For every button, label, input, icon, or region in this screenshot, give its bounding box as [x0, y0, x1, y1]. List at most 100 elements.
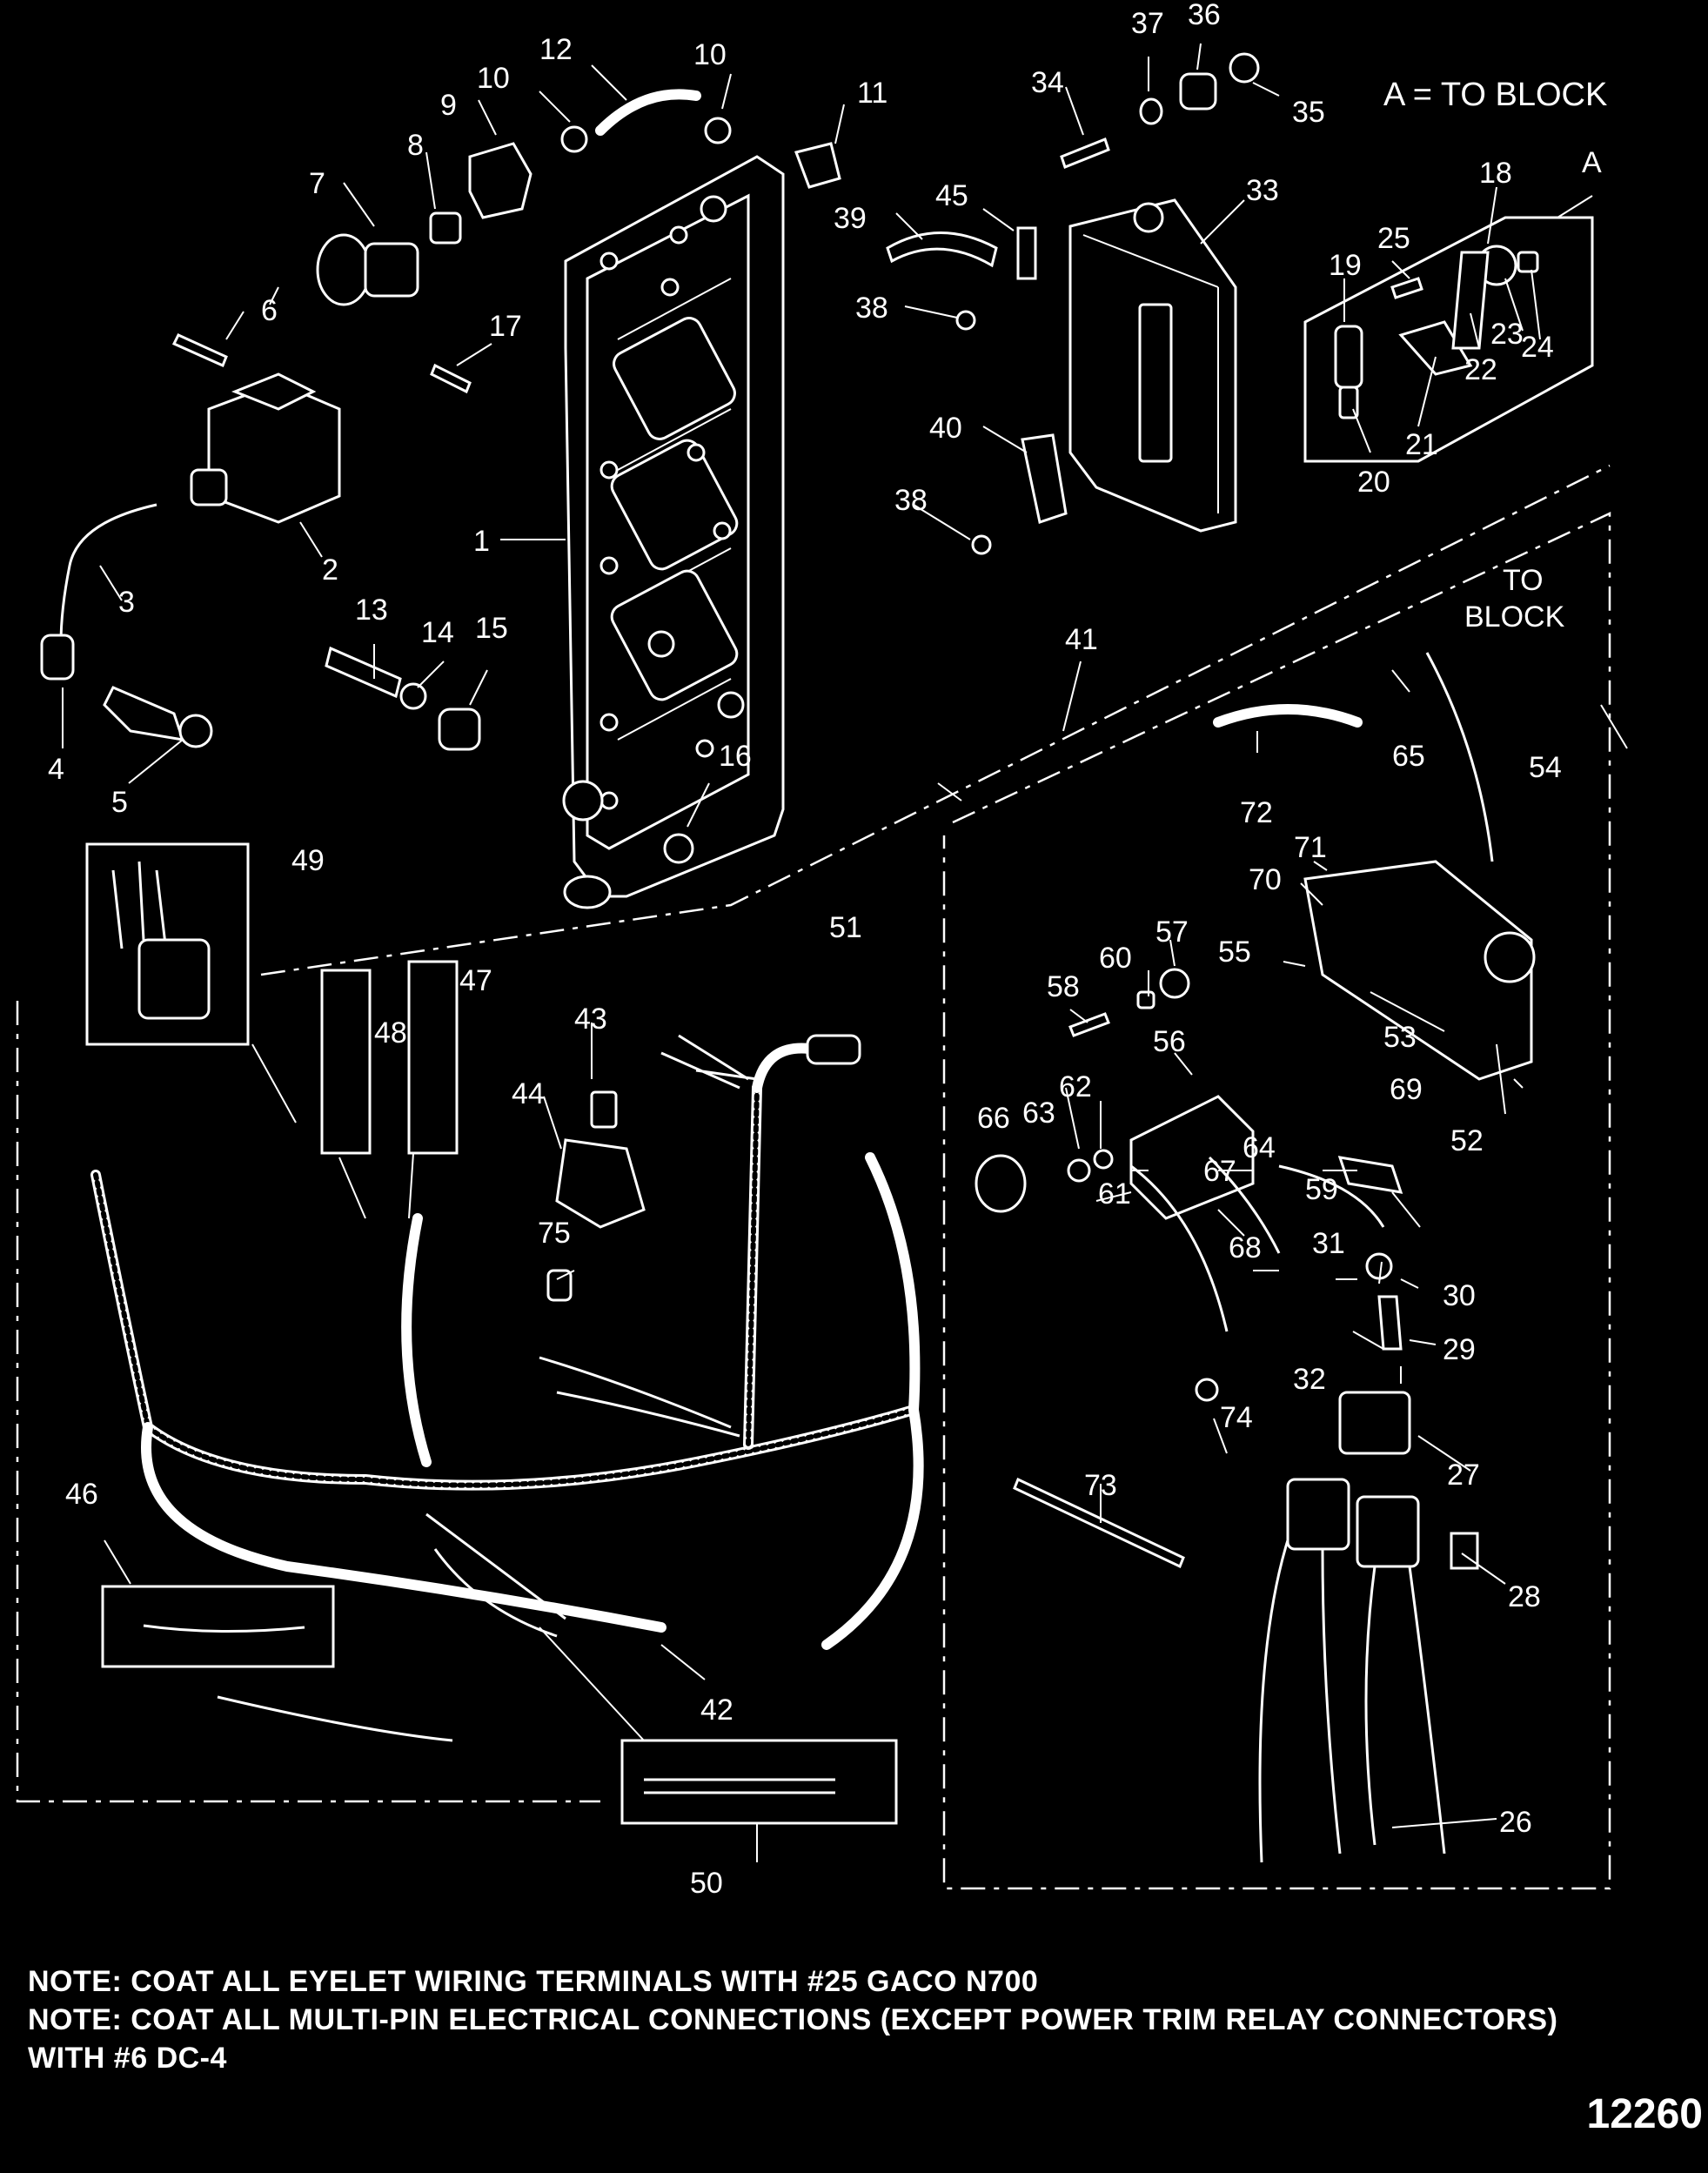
callout-10b: 10 [693, 38, 727, 71]
callout-59: 59 [1305, 1173, 1338, 1206]
inset-connector-boxes [85, 842, 898, 1862]
callout-69: 69 [1390, 1073, 1423, 1106]
callout-55: 55 [1218, 936, 1251, 969]
callout-24: 24 [1521, 331, 1554, 364]
callout-23: 23 [1490, 318, 1524, 351]
callout-66: 66 [977, 1102, 1010, 1135]
ecm-module [886, 52, 1260, 555]
callout-36: 36 [1188, 0, 1221, 31]
callout-44: 44 [512, 1077, 545, 1110]
ignition-coil [40, 372, 341, 748]
callout-63: 63 [1022, 1097, 1055, 1130]
callout-47: 47 [459, 964, 492, 997]
relay-bracket-assembly [975, 652, 1536, 1332]
callout-10a: 10 [477, 62, 510, 95]
callout-20: 20 [1357, 466, 1390, 499]
callout-21: 21 [1405, 428, 1438, 461]
callout-62: 62 [1059, 1070, 1092, 1103]
callout-46: 46 [65, 1478, 98, 1511]
callout-1: 1 [473, 525, 490, 558]
callout-75: 75 [538, 1217, 571, 1250]
callout-11: 11 [857, 77, 887, 110]
to-block-line2: BLOCK [1464, 600, 1565, 634]
callout-33: 33 [1246, 174, 1279, 207]
callout-42: 42 [700, 1693, 733, 1727]
callout-65: 65 [1392, 740, 1425, 773]
callout-71: 71 [1294, 831, 1327, 864]
callout-73: 73 [1084, 1469, 1117, 1502]
callout-43: 43 [574, 1003, 607, 1036]
section-divider-right-box [942, 512, 1611, 1890]
callout-48: 48 [374, 1016, 407, 1050]
callout-38b: 38 [894, 484, 928, 517]
callout-61: 61 [1098, 1177, 1131, 1211]
callout-64: 64 [1242, 1131, 1276, 1164]
callout-28: 28 [1508, 1580, 1541, 1613]
leader-lines [62, 43, 1628, 1828]
sensor-cluster [316, 89, 841, 306]
callout-57: 57 [1155, 915, 1189, 949]
callout-8: 8 [407, 129, 424, 162]
mounting-plate [562, 155, 785, 909]
note-multipin-connections: NOTE: COAT ALL MULTI-PIN ELECTRICAL CONN… [28, 2003, 1558, 2036]
callout-53: 53 [1383, 1021, 1417, 1054]
callout-5: 5 [111, 786, 128, 819]
drawing-number: 12260 [1586, 2091, 1703, 2137]
callout-51: 51 [829, 911, 862, 944]
callout-12: 12 [539, 33, 573, 66]
callout-38a: 38 [855, 292, 888, 325]
callout-3: 3 [118, 586, 135, 619]
callout-32: 32 [1293, 1363, 1326, 1396]
callout-22: 22 [1464, 353, 1497, 386]
callout-52: 52 [1450, 1124, 1484, 1157]
note-multipin-continued: WITH #6 DC-4 [28, 2042, 227, 2075]
fasteners-left [171, 333, 694, 864]
notes-block: NOTE: COAT ALL EYELET WIRING TERMINALS W… [28, 1962, 1681, 2077]
callout-27: 27 [1447, 1459, 1480, 1492]
callout-15: 15 [475, 612, 508, 645]
callout-74: 74 [1220, 1401, 1253, 1434]
callout-4: 4 [48, 753, 64, 786]
callout-68: 68 [1229, 1231, 1262, 1264]
callout-49: 49 [291, 844, 325, 877]
callout-56: 56 [1153, 1025, 1186, 1058]
callout-34: 34 [1031, 66, 1064, 99]
to-block-line1: TO [1503, 564, 1544, 597]
section-divider-left [16, 1001, 600, 1803]
callout-6: 6 [261, 294, 278, 327]
callout-14: 14 [421, 616, 454, 649]
callout-25: 25 [1377, 222, 1410, 255]
callout-58: 58 [1047, 970, 1080, 1003]
note-eyelet-terminals: NOTE: COAT ALL EYELET WIRING TERMINALS W… [28, 1965, 1039, 1998]
callout-39: 39 [834, 202, 867, 235]
callout-41: 41 [1065, 623, 1098, 656]
block-a-label: A [1582, 146, 1602, 179]
callout-35: 35 [1292, 96, 1325, 129]
callout-72: 72 [1240, 796, 1273, 829]
main-wiring-harness [90, 1034, 924, 1742]
callout-67: 67 [1203, 1155, 1236, 1188]
block-bracket-assembly [1303, 216, 1594, 463]
callout-19: 19 [1329, 249, 1362, 282]
callout-16: 16 [719, 740, 752, 773]
callout-13: 13 [355, 594, 388, 627]
callout-37: 37 [1131, 7, 1164, 40]
callout-45: 45 [935, 179, 968, 212]
callout-54: 54 [1529, 751, 1562, 784]
callout-29: 29 [1443, 1333, 1476, 1366]
block-legend: A = TO BLOCK [1383, 77, 1608, 113]
callout-26: 26 [1499, 1806, 1532, 1839]
callout-70: 70 [1249, 863, 1282, 896]
callout-31: 31 [1312, 1227, 1345, 1260]
callout-18: 18 [1479, 157, 1512, 190]
callout-60: 60 [1099, 942, 1132, 975]
section-divider-upper [260, 464, 1611, 976]
callout-labels: 1 2 3 4 5 6 7 8 9 10 10 11 12 13 14 15 1… [48, 0, 1602, 1900]
callout-40: 40 [929, 412, 962, 445]
callout-50: 50 [690, 1867, 723, 1900]
connectors-center [546, 1090, 646, 1302]
callout-7: 7 [309, 167, 325, 200]
callout-2: 2 [322, 553, 338, 587]
trim-relay-assembly [1013, 1252, 1479, 1863]
